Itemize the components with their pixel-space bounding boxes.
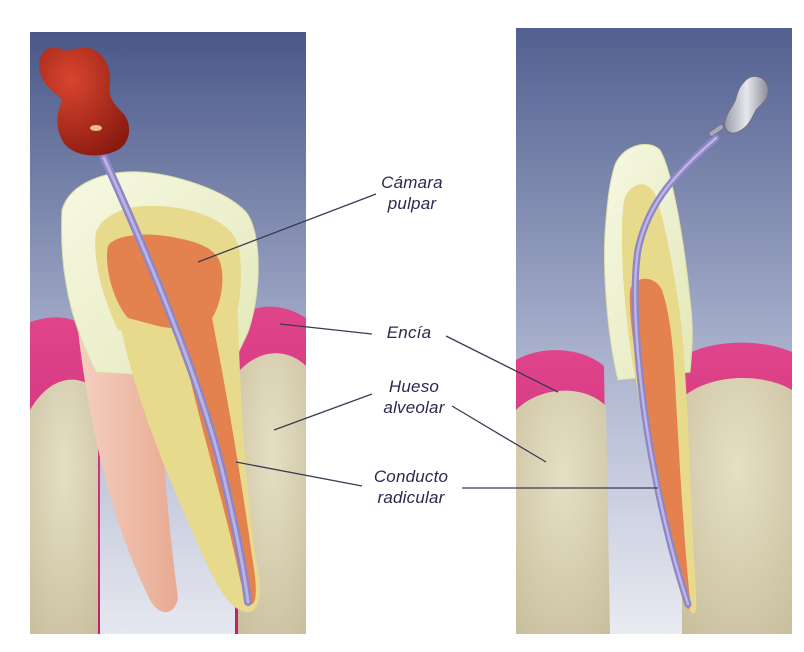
label-hueso-alveolar: Hueso alveolar <box>372 376 456 418</box>
label-hueso-line2: alveolar <box>372 397 456 418</box>
label-conducto-line1: Conducto <box>362 466 460 487</box>
label-encia-line1: Encía <box>374 322 444 343</box>
right-alveolar-bone-right <box>682 378 792 634</box>
left-panel <box>30 32 306 634</box>
label-camara-pulpar: Cámara pulpar <box>372 172 452 214</box>
label-camara-line1: Cámara <box>372 172 452 193</box>
label-encia: Encía <box>374 322 444 343</box>
right-panel <box>516 28 792 634</box>
label-conducto-line2: radicular <box>362 487 460 508</box>
label-camara-line2: pulpar <box>372 193 452 214</box>
right-alveolar-bone-left <box>516 391 610 634</box>
label-hueso-line1: Hueso <box>372 376 456 397</box>
left-alveolar-bone <box>30 380 98 634</box>
label-conducto-radicular: Conducto radicular <box>362 466 460 508</box>
